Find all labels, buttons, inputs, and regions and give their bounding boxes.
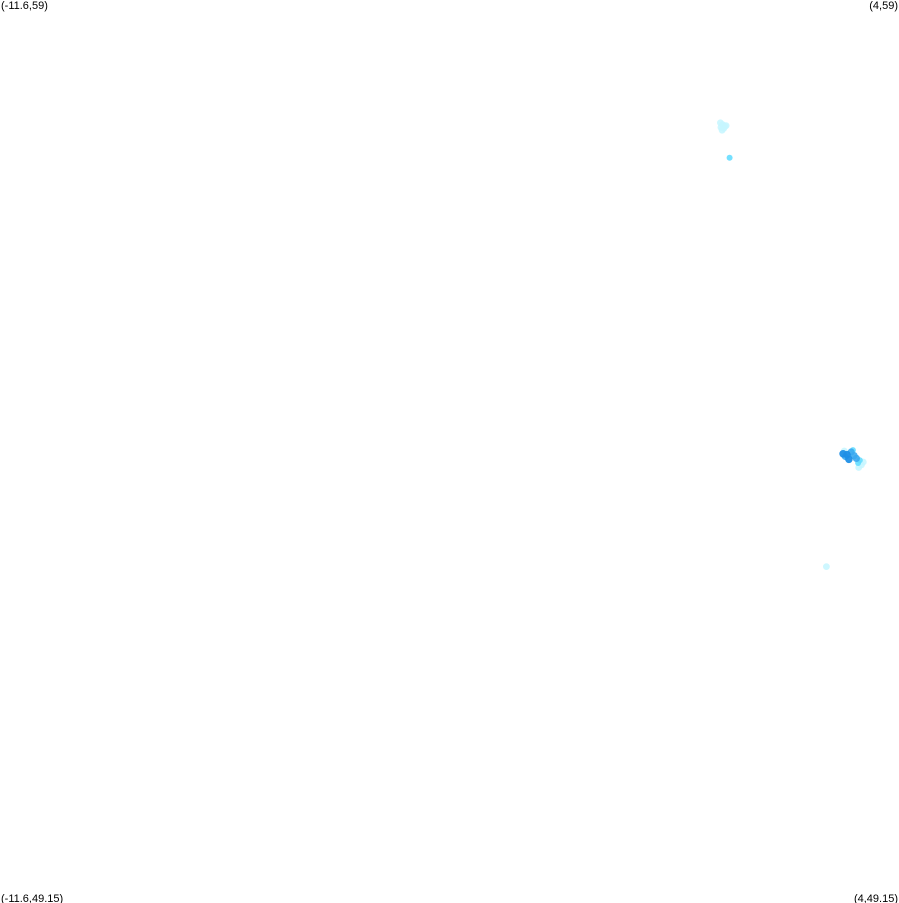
- heat-point: [722, 122, 730, 129]
- heat-point: [726, 154, 733, 161]
- heat-point: [855, 464, 863, 471]
- corner-label-bottom-left: (-11.6,49.15): [1, 893, 64, 903]
- heat-point: [718, 126, 726, 134]
- corner-label-top-right: (4,59): [869, 0, 898, 12]
- heat-point: [823, 563, 830, 570]
- heat-cluster: [726, 154, 733, 161]
- heat-cluster: [717, 119, 730, 134]
- corner-label-bottom-right: (4,49.15): [853, 893, 898, 903]
- heat-cluster: [839, 447, 867, 471]
- corner-label-top-left: (-11.6,59): [1, 0, 48, 12]
- heat-cluster: [823, 563, 830, 570]
- heat-point: [852, 454, 861, 462]
- heat-point: [845, 455, 853, 464]
